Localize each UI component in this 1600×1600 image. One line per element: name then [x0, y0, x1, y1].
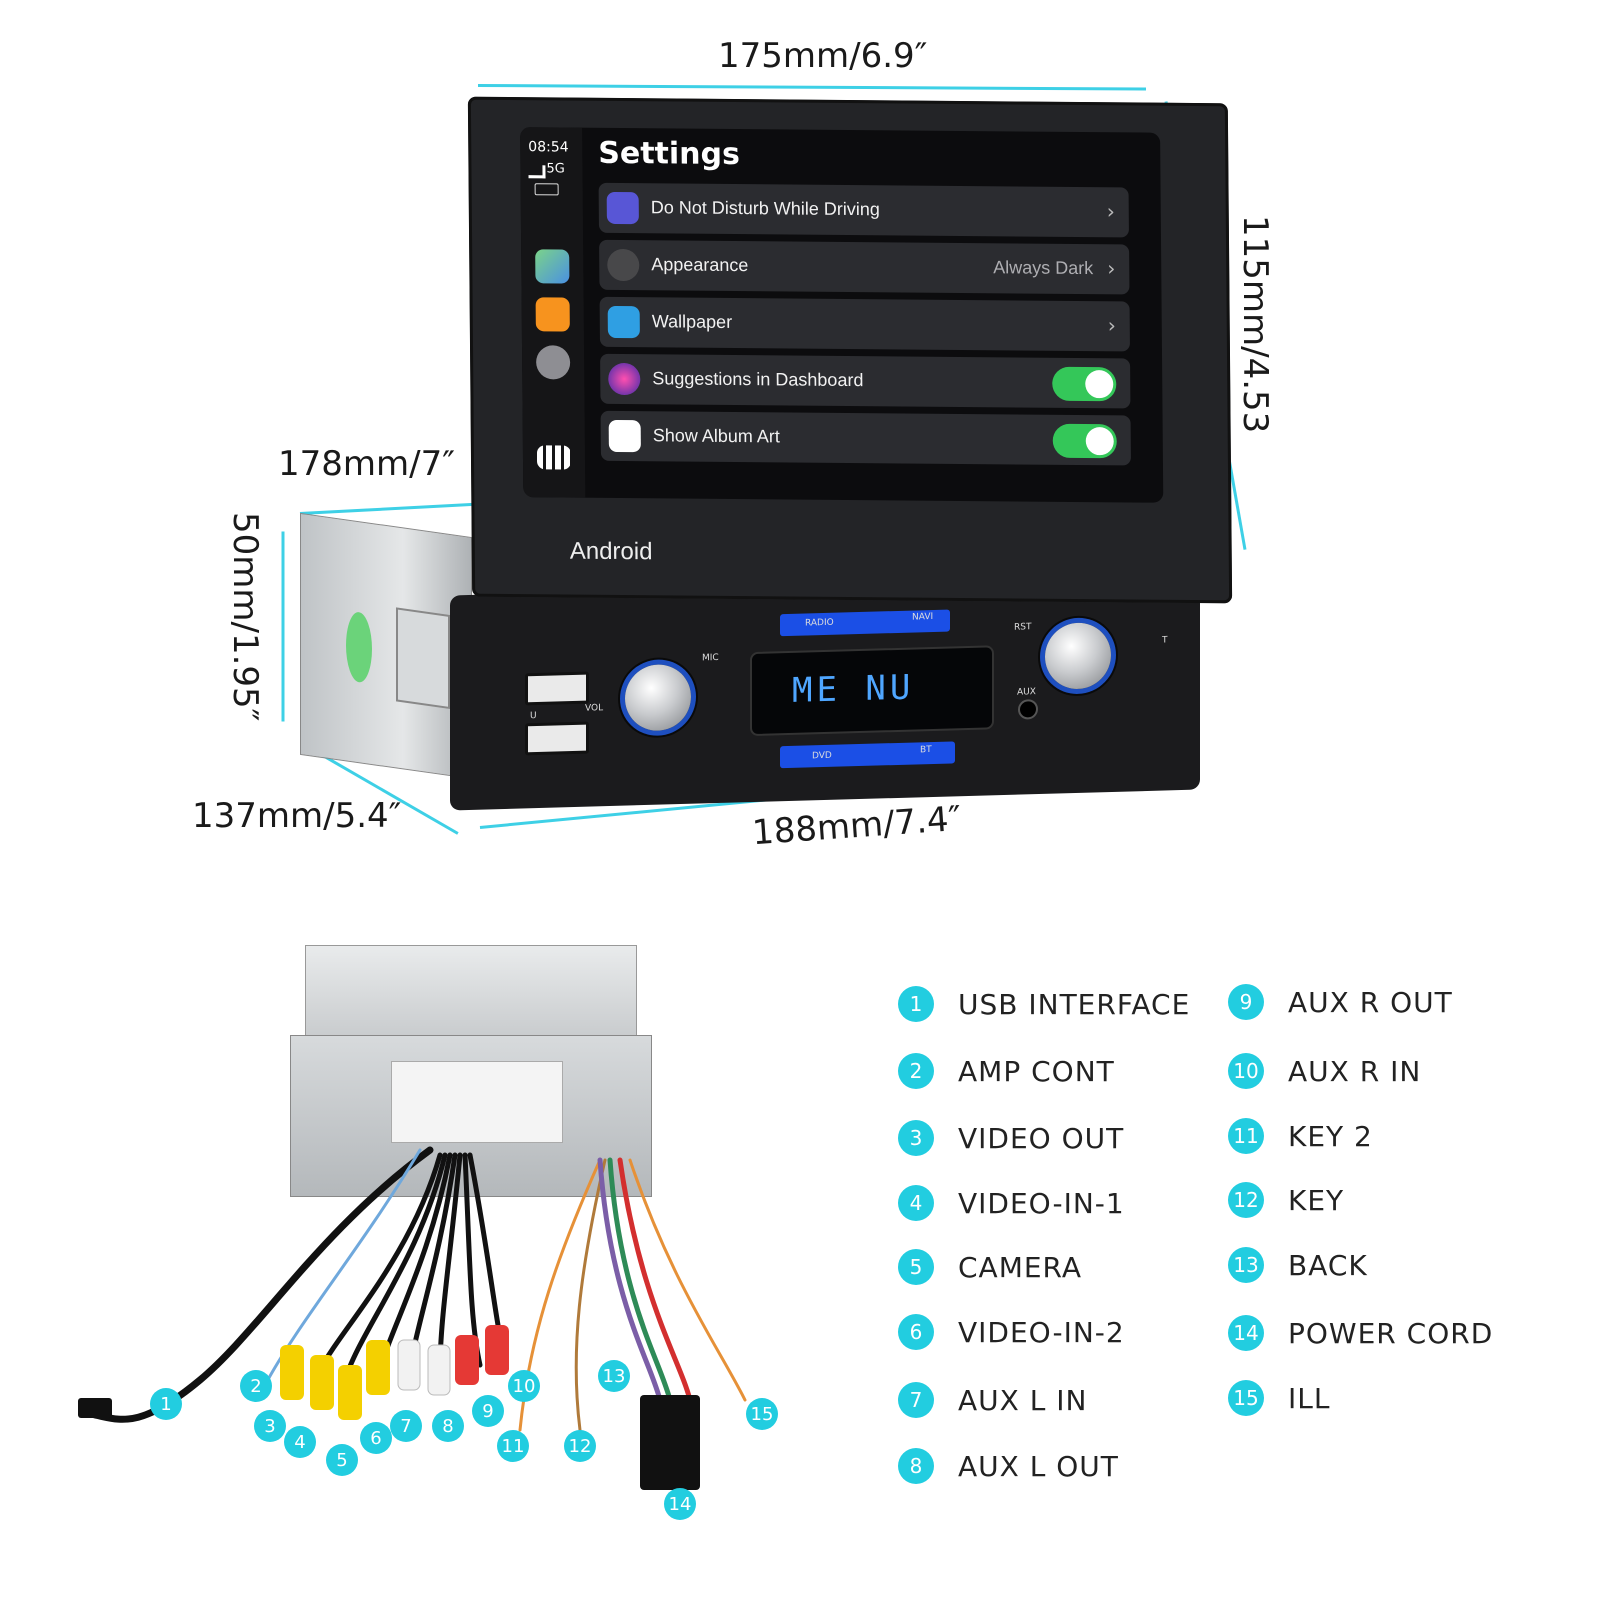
legend-label: AUX L IN	[958, 1383, 1088, 1417]
legend-badge: 9	[1228, 984, 1264, 1020]
rca-video-in-1	[310, 1355, 334, 1410]
legend-badge: 8	[898, 1448, 934, 1484]
callout-2: 2	[240, 1370, 272, 1402]
callout-15: 15	[746, 1398, 778, 1430]
legend-item: 5 CAMERA	[898, 1247, 1082, 1287]
rca-video-in-2	[366, 1340, 390, 1395]
legend-badge: 3	[898, 1120, 934, 1156]
callout-13: 13	[598, 1360, 630, 1392]
rear-label-sticker	[391, 1061, 563, 1143]
legend-label: VIDEO-IN-1	[958, 1186, 1125, 1220]
legend-label: AUX R IN	[1288, 1054, 1422, 1088]
callout-10: 10	[508, 1370, 540, 1402]
legend-badge: 2	[898, 1053, 934, 1089]
legend-badge: 11	[1228, 1118, 1264, 1154]
usb-cable	[91, 1146, 434, 1423]
callout-1: 1	[150, 1388, 182, 1420]
rca-aux-l-in	[397, 1339, 421, 1391]
legend-badge: 10	[1228, 1053, 1264, 1089]
legend-badge: 15	[1228, 1380, 1264, 1416]
legend-item: 13 BACK	[1228, 1245, 1368, 1285]
legend-label: AUX R OUT	[1288, 985, 1453, 1019]
legend-label: POWER CORD	[1288, 1316, 1494, 1350]
legend-item: 15 ILL	[1228, 1378, 1330, 1418]
callout-5: 5	[326, 1444, 358, 1476]
legend-item: 14 POWER CORD	[1228, 1313, 1493, 1353]
legend-item: 4 VIDEO-IN-1	[898, 1183, 1125, 1223]
dimension-width-top: 175mm/6.9″	[718, 36, 928, 76]
legend-item: 8 AUX L OUT	[898, 1446, 1119, 1486]
callout-12: 12	[564, 1430, 596, 1462]
legend-item: 7 AUX L IN	[898, 1380, 1087, 1420]
legend-badge: 7	[898, 1382, 934, 1418]
callout-3: 3	[254, 1410, 286, 1442]
rca-camera	[338, 1365, 362, 1420]
legend-item: 12 KEY	[1228, 1180, 1344, 1220]
legend-label: VIDEO-IN-2	[958, 1315, 1125, 1349]
usb-connector	[78, 1398, 112, 1418]
legend-label: USB INTERFACE	[958, 987, 1191, 1021]
rear-top-cover	[305, 945, 637, 1037]
callout-11: 11	[497, 1430, 529, 1462]
legend-label: AMP CONT	[958, 1054, 1115, 1088]
legend-item: 11 KEY 2	[1228, 1116, 1373, 1156]
legend-badge: 12	[1228, 1182, 1264, 1218]
legend-badge: 14	[1228, 1315, 1264, 1351]
rca-aux-l-out	[427, 1344, 451, 1396]
legend-label: BACK	[1288, 1248, 1368, 1282]
legend-label: KEY	[1288, 1183, 1345, 1217]
legend-label: KEY 2	[1288, 1119, 1373, 1153]
legend-item: 10 AUX R IN	[1228, 1051, 1421, 1091]
callout-4: 4	[284, 1426, 316, 1458]
dimension-depth: 137mm/5.4″	[192, 796, 402, 836]
legend-item: 1 USB INTERFACE	[898, 984, 1190, 1024]
rca-aux-r-out	[455, 1335, 479, 1385]
callout-7: 7	[390, 1410, 422, 1442]
legend-item: 3 VIDEO OUT	[898, 1118, 1124, 1158]
legend-badge: 6	[898, 1314, 934, 1350]
legend-badge: 13	[1228, 1247, 1264, 1283]
callout-8: 8	[432, 1410, 464, 1442]
rca-aux-r-in	[485, 1325, 509, 1375]
legend-item: 9 AUX R OUT	[1228, 982, 1453, 1022]
rca-video-out	[280, 1345, 304, 1400]
dimension-chassis-width: 178mm/7″	[278, 444, 455, 484]
callout-14: 14	[664, 1488, 696, 1520]
power-connector	[640, 1395, 700, 1490]
legend-item: 2 AMP CONT	[898, 1051, 1115, 1091]
legend-label: ILL	[1288, 1381, 1331, 1415]
legend-badge: 1	[898, 986, 934, 1022]
amp-cont-wire	[263, 1148, 422, 1387]
legend-label: AUX L OUT	[958, 1449, 1119, 1483]
rear-panel	[290, 1035, 652, 1197]
rear-unit-illustration	[290, 945, 660, 1205]
legend-badge: 5	[898, 1249, 934, 1285]
callout-6: 6	[360, 1422, 392, 1454]
legend-item: 6 VIDEO-IN-2	[898, 1312, 1125, 1352]
legend-label: VIDEO OUT	[958, 1121, 1125, 1155]
callout-9: 9	[472, 1395, 504, 1427]
legend-label: CAMERA	[958, 1250, 1083, 1284]
legend-badge: 4	[898, 1185, 934, 1221]
